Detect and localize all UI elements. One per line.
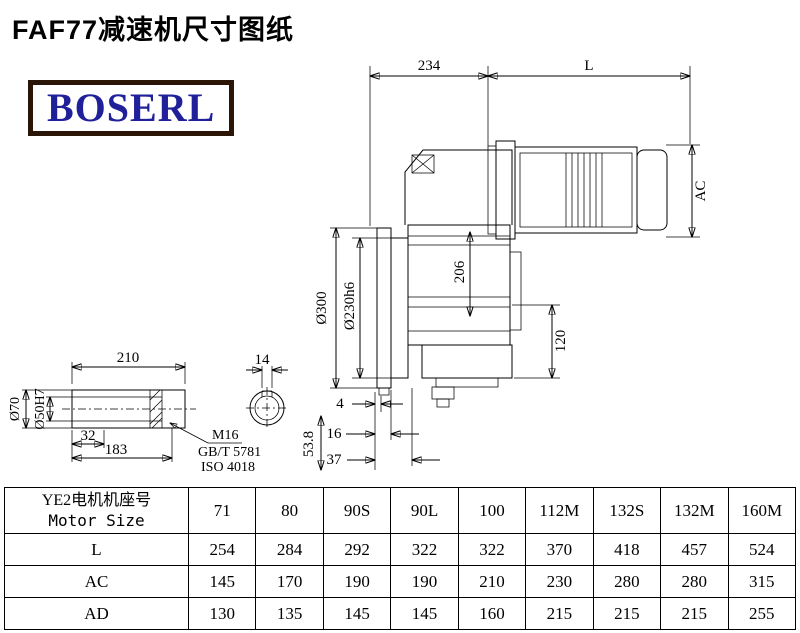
gearbox-main-housing	[407, 224, 522, 408]
dim-14-label: 14	[255, 352, 271, 368]
shaft-cross-section: 14	[246, 352, 288, 429]
table-row-L: L 254 284 292 322 322 370 418 457 524	[4, 533, 796, 566]
table-header-row: YE2电机机座号 Motor Size 71 80 90S 90L 100 11…	[4, 487, 796, 534]
table-row-AD: AD 130 135 145 145 160 215 215 215 255	[4, 597, 796, 630]
dim-4-label: 4	[336, 396, 344, 412]
table-cell: 145	[322, 597, 392, 630]
table-cell: 190	[390, 565, 459, 598]
table-cell: 292	[322, 533, 392, 566]
table-cell: 230	[525, 565, 594, 598]
table-cell: 215	[592, 597, 662, 630]
motor-size-header: YE2电机机座号 Motor Size	[4, 487, 189, 534]
dim-dia230-label: Ø230h6	[342, 281, 358, 330]
table-cell: 284	[255, 533, 324, 566]
dimension-table: YE2电机机座号 Motor Size 71 80 90S 90L 100 11…	[4, 487, 796, 630]
table-cell: 170	[255, 565, 324, 598]
bottom-dimensions: 4 16 37 53.8	[301, 388, 440, 470]
dim-206-label: 206	[452, 260, 468, 283]
table-cell: 254	[187, 533, 257, 566]
dim-53-8-label: 53.8	[301, 431, 317, 457]
table-cell: 322	[457, 533, 527, 566]
motor-outline	[487, 140, 668, 240]
table-cell: 145	[390, 597, 459, 630]
dim-dia300-label: Ø300	[314, 291, 330, 324]
top-dimension-lines: 234 L	[370, 58, 690, 226]
dim-16-label: 16	[327, 426, 343, 442]
motor-cooling-fins	[565, 153, 603, 227]
table-cell: 457	[660, 533, 729, 566]
table-cell: 315	[727, 565, 796, 598]
table-cell: 160	[457, 597, 527, 630]
dim-32-label: 32	[81, 428, 96, 444]
table-cell: 524	[727, 533, 796, 566]
page-title: FAF77减速机尺寸图纸	[12, 15, 295, 45]
output-flange	[376, 227, 409, 396]
motor-size-col: 160M	[727, 487, 796, 534]
table-cell: 145	[187, 565, 257, 598]
table-cell: 135	[255, 597, 324, 630]
dim-120: 120	[512, 305, 569, 378]
row-label-AD: AD	[4, 597, 189, 630]
table-cell: 255	[727, 597, 796, 630]
ac-dimension: AC	[666, 145, 709, 237]
table-cell: 280	[660, 565, 729, 598]
dim-L-label: L	[584, 58, 593, 74]
row-label-AC: AC	[4, 565, 189, 598]
dim-37-label: 37	[327, 452, 343, 468]
shaft-side-view: 210 Ø70 Ø50H7 32 183	[8, 350, 196, 462]
dim-210-label: 210	[117, 350, 140, 366]
motor-size-col: 71	[187, 487, 257, 534]
brand-logo: BOSERL	[28, 80, 235, 136]
motor-size-col: 100	[457, 487, 527, 534]
callout-gb-label: GB/T 5781	[198, 445, 261, 460]
callout-m16-label: M16	[212, 428, 238, 443]
motor-size-col: 112M	[525, 487, 594, 534]
dia300-dimension: Ø300	[314, 228, 377, 388]
motor-size-header-en: Motor Size	[48, 510, 145, 530]
table-cell: 322	[390, 533, 459, 566]
motor-size-header-cn: YE2电机机座号	[41, 491, 152, 509]
motor-size-col: 132M	[660, 487, 729, 534]
callout-iso-label: ISO 4018	[201, 460, 255, 475]
technical-drawing: 234 L AC	[8, 58, 709, 475]
table-cell: 215	[525, 597, 594, 630]
brand-logo-text: BOSERL	[47, 85, 216, 130]
table-cell: 418	[592, 533, 662, 566]
fan-cowl	[636, 149, 668, 231]
table-row-AC: AC 145 170 190 190 210 230 280 280 315	[4, 565, 796, 598]
dim-206: 206	[452, 232, 470, 316]
dim-dia70-label: Ø70	[8, 397, 23, 421]
motor-size-col: 90L	[390, 487, 459, 534]
table-cell: 190	[322, 565, 392, 598]
dim-183-label: 183	[105, 442, 128, 458]
row-label-L: L	[4, 533, 189, 566]
gearbox-upper-housing	[404, 149, 513, 225]
motor-size-col: 132S	[592, 487, 662, 534]
table-cell: 280	[592, 565, 662, 598]
dim-120-label: 120	[553, 330, 569, 353]
dia230-dimension: Ø230h6	[342, 238, 391, 378]
table-cell: 130	[187, 597, 257, 630]
dim-234-label: 234	[418, 58, 441, 74]
dim-dia50-label: Ø50H7	[33, 388, 48, 429]
table-cell: 215	[660, 597, 729, 630]
motor-size-col: 80	[255, 487, 324, 534]
thread-callout: M16 GB/T 5781 ISO 4018	[170, 423, 261, 475]
dim-AC-label: AC	[693, 181, 709, 202]
table-cell: 370	[525, 533, 594, 566]
table-cell: 210	[457, 565, 527, 598]
motor-size-col: 90S	[322, 487, 392, 534]
